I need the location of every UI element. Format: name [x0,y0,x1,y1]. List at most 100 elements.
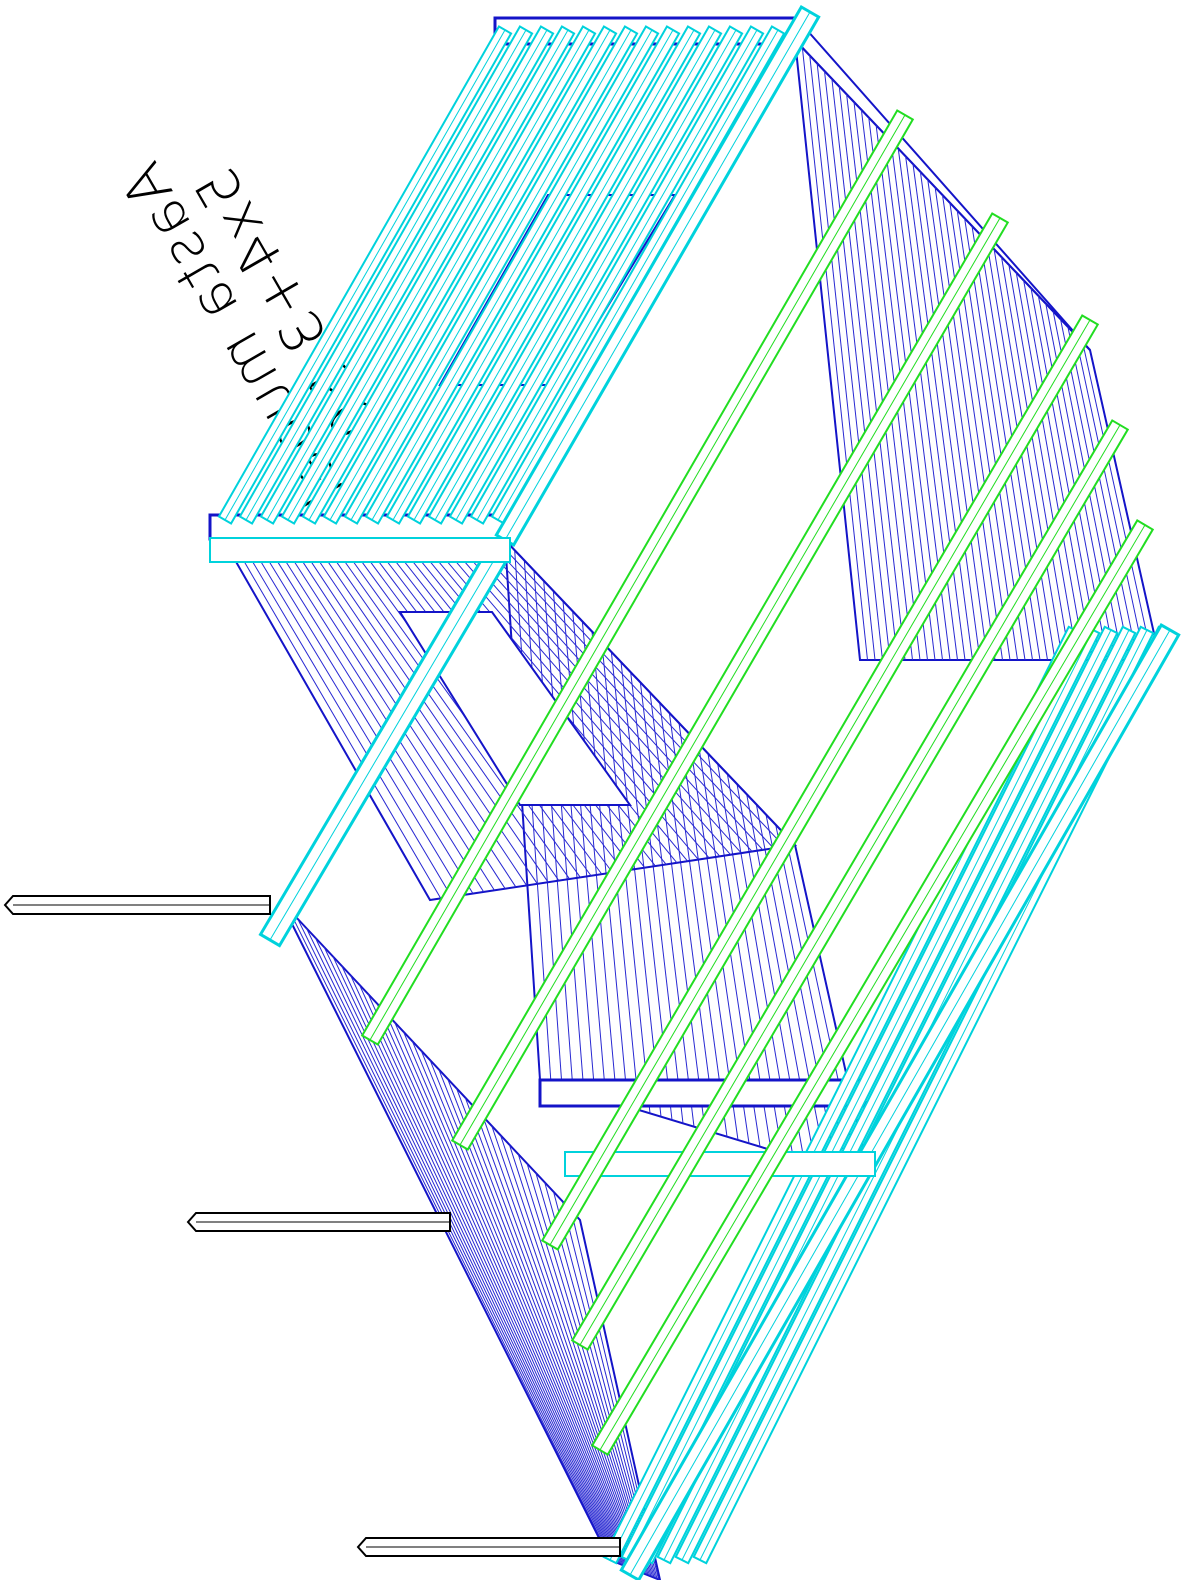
wall-front-left-hatch [358,984,624,1566]
wall-front-left-hatch [491,1125,646,1575]
wall-middle-hatch [321,553,549,883]
cyan-board-top-edge [329,29,611,521]
cyan-plate-middle [209,537,511,563]
cyan-plate-front [564,1151,876,1177]
wall-back-right [793,37,1162,661]
wall-middle-hatch [266,557,474,894]
wall-back-right-hatch [1074,334,1146,661]
wall-front-left-hatch [376,1003,627,1567]
wall-front-left-hatch [394,1022,630,1568]
wall-back-right-hatch [1082,342,1153,661]
wall-front-left-hatch [367,993,626,1567]
wall-front-left-hatch [306,928,615,1562]
cyan-board-top-edge [287,29,569,521]
wall-middle-hatch [464,542,742,854]
green-joist-edge [599,524,1146,1451]
wall-back-right-hatch [1001,256,1071,661]
wall-middle-hatch [274,556,485,893]
wall-front-left-hatch [385,1012,629,1568]
wall-front-left-hatch [403,1031,632,1569]
wall-middle-hatch [242,559,442,899]
cyan-board-top-edge [350,29,632,521]
green-joists [360,109,1155,1456]
wall-back-right-hatch [934,187,1003,661]
wall-middle-hatch [472,542,753,852]
wall-back-right-hatch [801,47,868,661]
wall-front-right-hatch [581,621,629,1107]
wall-middle-hatch [337,552,570,880]
wall-front-left-hatch [482,1116,645,1574]
wall-front-left-hatch [332,956,620,1564]
wall-back-right-hatch [942,194,1011,661]
cyan-beams [209,4,1181,1580]
cyan-board-top-edge [476,29,758,521]
wall-front-left-hatch [341,965,621,1565]
cyan-board-top-edge [308,29,590,521]
cyan-board-top-edge [455,29,737,521]
green-joist-edge [369,114,906,1041]
wall-front-left-hatch [314,937,617,1563]
wall-front-left-hatch [473,1106,643,1574]
wall-front-left-hatch [297,918,614,1562]
wall-back-right-hatch [824,70,891,661]
cyan-beam-ridge-front-edge [629,629,1171,1576]
wall-front-right-hatch [649,692,706,1131]
wall-middle-hatch [258,557,463,896]
wall-front-left-hatch [517,1153,651,1577]
wall-back-right-hatch [1015,272,1086,661]
wall-middle-hatch [456,543,731,856]
wall-front-right-hatch [610,651,662,1117]
cyan-beam-ridge-top-edge [504,11,811,541]
wall-back-right-hatch [905,156,973,661]
wall-middle-hatch [480,541,764,851]
cyan-board-front-edge [627,629,1094,1561]
wall-front-left-outline [279,899,662,1580]
wall-back-right-hatch [919,171,988,661]
wall-front-right-hatch [678,722,739,1141]
wall-back-right-hatch [1030,287,1101,661]
cyan-board-top-edge [497,29,779,521]
wall-front-left-hatch [411,1040,633,1570]
wall-front-left-hatch [456,1088,640,1572]
posts [3,895,621,1557]
wall-back-right-hatch [912,163,981,661]
wall-front-left-hatch [288,909,612,1561]
wall-front-left [279,899,662,1580]
wall-back-right-hatch [1060,318,1131,661]
wall-front-left-hatch [438,1069,637,1571]
wall-back-right-hatch [1023,280,1093,661]
wall-back-right-hatch [809,55,876,661]
cyan-board-top-edge [266,29,548,521]
cyan-board-top-edge [434,29,716,521]
green-joist-edge [459,217,1001,1146]
wall-back-right-hatch [1008,264,1078,661]
wall-back-right-hatch [993,249,1063,661]
wall-middle-hatch [449,543,721,857]
wall-front-right-hatch [543,580,585,1094]
wall-front-left-hatch [323,946,618,1564]
wall-middle-hatch [329,552,560,881]
cyan-board-top-edge [413,29,695,521]
wall-front-right-hatch [552,590,596,1097]
wall-back-right-hatch [831,78,898,661]
cyan-beam-ridge-middle-edge [269,549,501,941]
wall-front-right-hatch [639,682,695,1127]
wall-front-right-hatch [533,570,574,1091]
wall-back-right-hatch [897,148,966,661]
wall-middle-hatch [488,540,774,849]
wall-back-right-hatch [1067,326,1138,661]
wall-back-right-hatch [927,179,996,661]
wall-front-left-hatch [350,975,623,1565]
wall-back-right-outline [793,37,1162,661]
wall-front-left-hatch [508,1144,649,1576]
cyan-board-top-edge [224,29,506,521]
wall-middle-hatch [250,558,452,898]
wall-back-right-hatch [816,63,883,661]
wall-front-left-hatch [464,1097,642,1573]
wall-front-left-hatch [447,1078,639,1572]
green-joist-edge [579,424,1121,1346]
wall-middle-hatch [496,540,785,847]
wall-back-right-hatch [838,86,906,661]
wall-front-left-hatch [500,1135,648,1575]
